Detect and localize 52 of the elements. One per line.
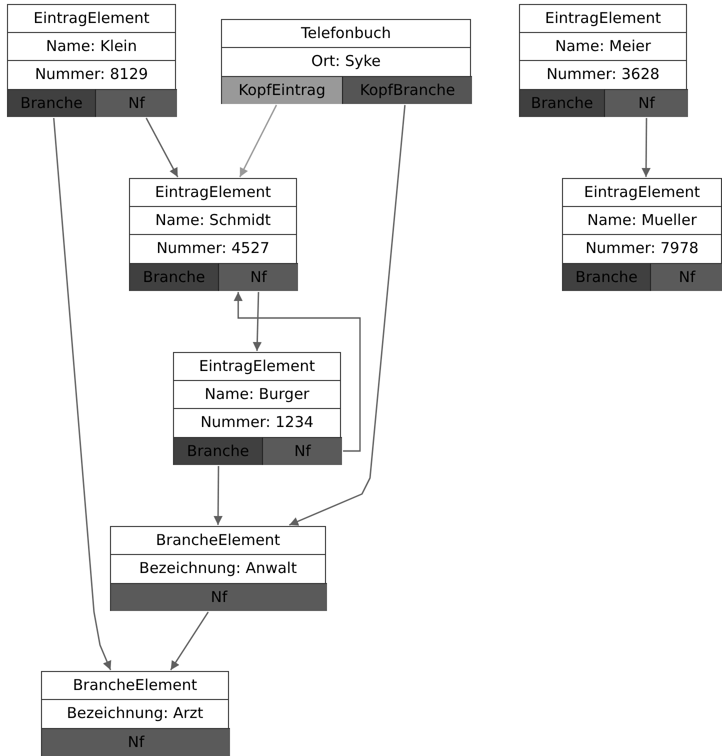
field-value: Nummer: 1234 bbox=[199, 412, 315, 433]
pointer-field: Branche bbox=[174, 437, 263, 465]
record-box bbox=[110, 526, 326, 611]
record-box bbox=[41, 671, 229, 756]
field-value: Name: Schmidt bbox=[130, 207, 296, 235]
record-box bbox=[221, 19, 471, 104]
record-type: EintragElement bbox=[8, 5, 175, 33]
record-type: EintragElement bbox=[130, 179, 296, 207]
pointer-field: Nf bbox=[111, 583, 327, 611]
field-value: Name: Mueller bbox=[563, 207, 721, 235]
pointer-field: Nf bbox=[219, 263, 298, 291]
field-value: Nummer: 3628 bbox=[545, 64, 661, 85]
pointer-field: Branche bbox=[563, 263, 651, 291]
arrow bbox=[170, 612, 209, 670]
record-box bbox=[519, 4, 687, 117]
field-value: Name: Meier bbox=[520, 33, 686, 61]
record-type: BrancheElement bbox=[42, 672, 228, 700]
record-box bbox=[562, 178, 722, 291]
record-box bbox=[129, 178, 297, 291]
arrow bbox=[214, 466, 223, 525]
record-type: Telefonbuch bbox=[222, 20, 470, 48]
arrow bbox=[252, 292, 262, 352]
arrow bbox=[239, 104, 278, 178]
pointer-field: Branche bbox=[130, 263, 219, 291]
field-value: Nummer: 4527 bbox=[155, 238, 271, 259]
pointer-field: Nf bbox=[605, 89, 688, 117]
field-value: Name: Klein bbox=[8, 33, 175, 61]
record-type: BrancheElement bbox=[111, 527, 325, 555]
field-value: Ort: Syke bbox=[310, 51, 382, 72]
field-value: Bezeichnung: Anwalt bbox=[138, 558, 298, 579]
pointer-field: KopfEintrag bbox=[222, 76, 343, 104]
pointer-field: KopfBranche bbox=[343, 76, 472, 104]
pointer-field: Nf bbox=[96, 89, 177, 117]
pointer-field: Branche bbox=[520, 89, 605, 117]
record-type: EintragElement bbox=[520, 5, 686, 33]
arrow bbox=[642, 118, 651, 177]
pointer-field: Nf bbox=[651, 263, 722, 291]
pointer-field: Nf bbox=[42, 728, 230, 756]
field-value: Bezeichnung: Arzt bbox=[66, 703, 204, 724]
record-box bbox=[7, 4, 176, 117]
field-value: Nummer: 7978 bbox=[584, 238, 700, 259]
record-type: EintragElement bbox=[563, 179, 721, 207]
pointer-field: Branche bbox=[8, 89, 96, 117]
pointer-field: Nf bbox=[263, 437, 342, 465]
arrow bbox=[146, 118, 178, 178]
record-box bbox=[173, 352, 341, 465]
arrow bbox=[289, 104, 406, 526]
arrow bbox=[53, 118, 112, 670]
field-value: Name: Burger bbox=[174, 381, 340, 409]
record-type: EintragElement bbox=[174, 353, 340, 381]
field-value: Nummer: 8129 bbox=[34, 64, 150, 85]
arrow bbox=[234, 292, 361, 452]
